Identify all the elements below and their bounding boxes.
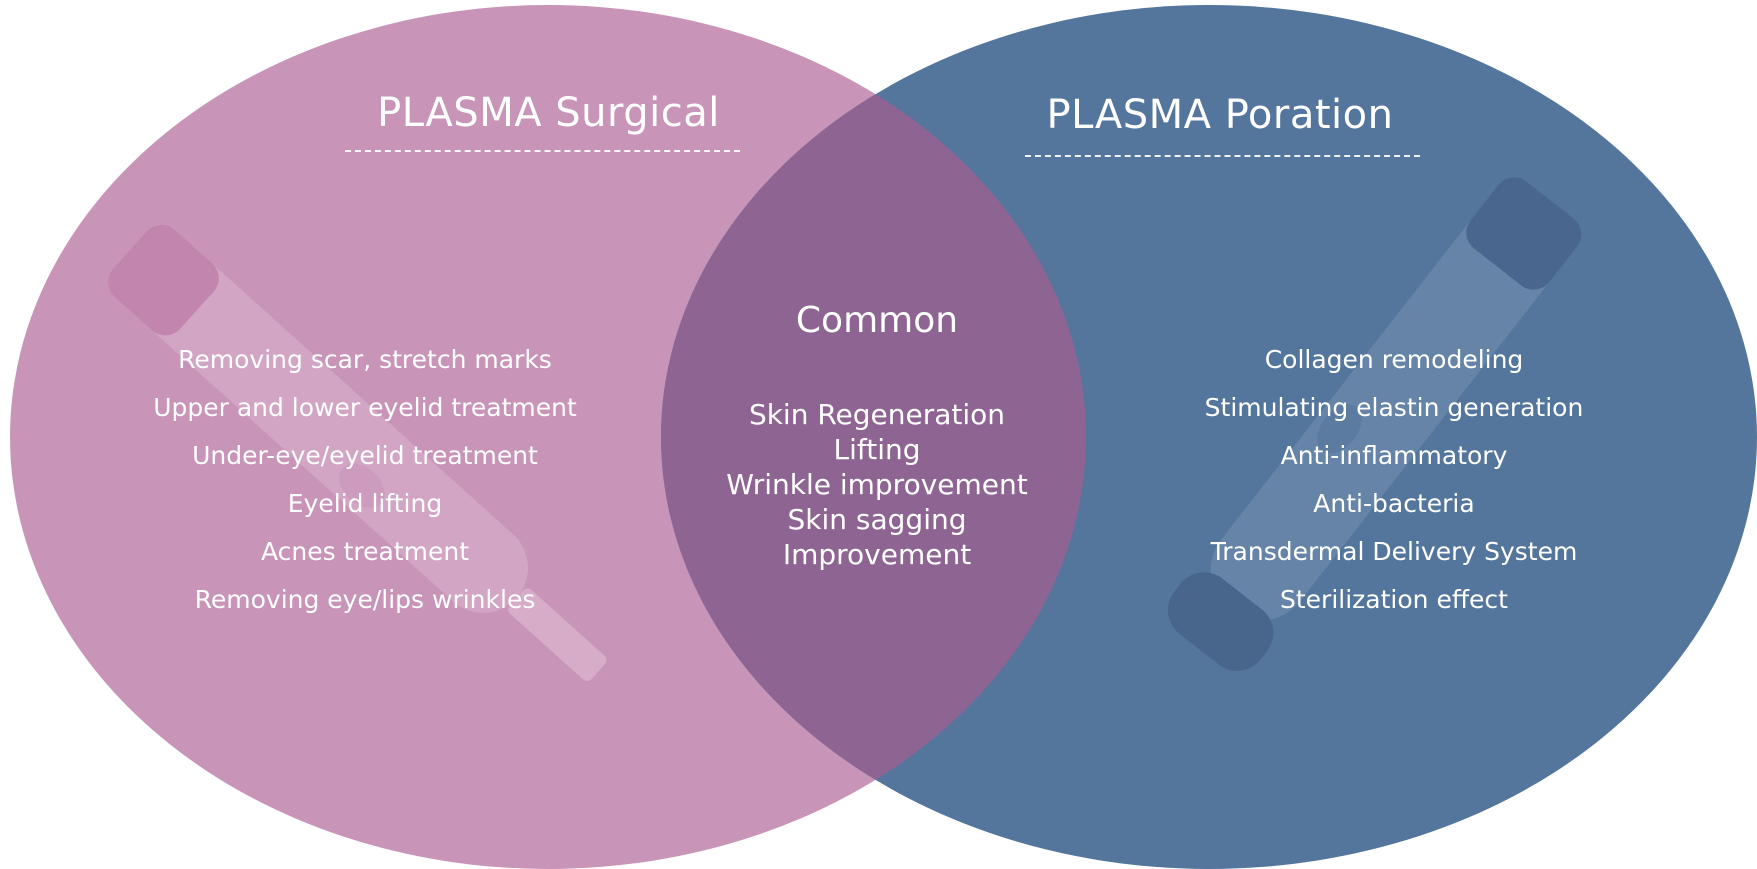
- list-item: Skin Regeneration: [697, 397, 1057, 432]
- list-item: Transdermal Delivery System: [1144, 528, 1644, 576]
- list-item: Removing eye/lips wrinkles: [115, 576, 615, 624]
- list-item: Anti-inflammatory: [1144, 432, 1644, 480]
- list-item: Removing scar, stretch marks: [115, 336, 615, 384]
- list-item: Skin sagging: [697, 502, 1057, 537]
- left-title-underline: [345, 150, 740, 152]
- list-item: Lifting: [697, 432, 1057, 467]
- list-item: Upper and lower eyelid treatment: [115, 384, 615, 432]
- common-title: Common: [697, 300, 1057, 341]
- list-item: Collagen remodeling: [1144, 336, 1644, 384]
- left-benefit-list: Removing scar, stretch marks Upper and l…: [115, 336, 615, 624]
- list-item: Anti-bacteria: [1144, 480, 1644, 528]
- list-item: Acnes treatment: [115, 528, 615, 576]
- left-title: PLASMA Surgical: [346, 90, 751, 136]
- list-item: Improvement: [697, 537, 1057, 572]
- list-item: Eyelid lifting: [115, 480, 615, 528]
- list-item: Sterilization effect: [1144, 576, 1644, 624]
- right-title: PLASMA Poration: [1020, 92, 1420, 138]
- list-item: Stimulating elastin generation: [1144, 384, 1644, 432]
- list-item: Under-eye/eyelid treatment: [115, 432, 615, 480]
- right-title-underline: [1025, 155, 1420, 157]
- common-benefit-list: Skin Regeneration Lifting Wrinkle improv…: [697, 397, 1057, 572]
- right-benefit-list: Collagen remodeling Stimulating elastin …: [1144, 336, 1644, 624]
- list-item: Wrinkle improvement: [697, 467, 1057, 502]
